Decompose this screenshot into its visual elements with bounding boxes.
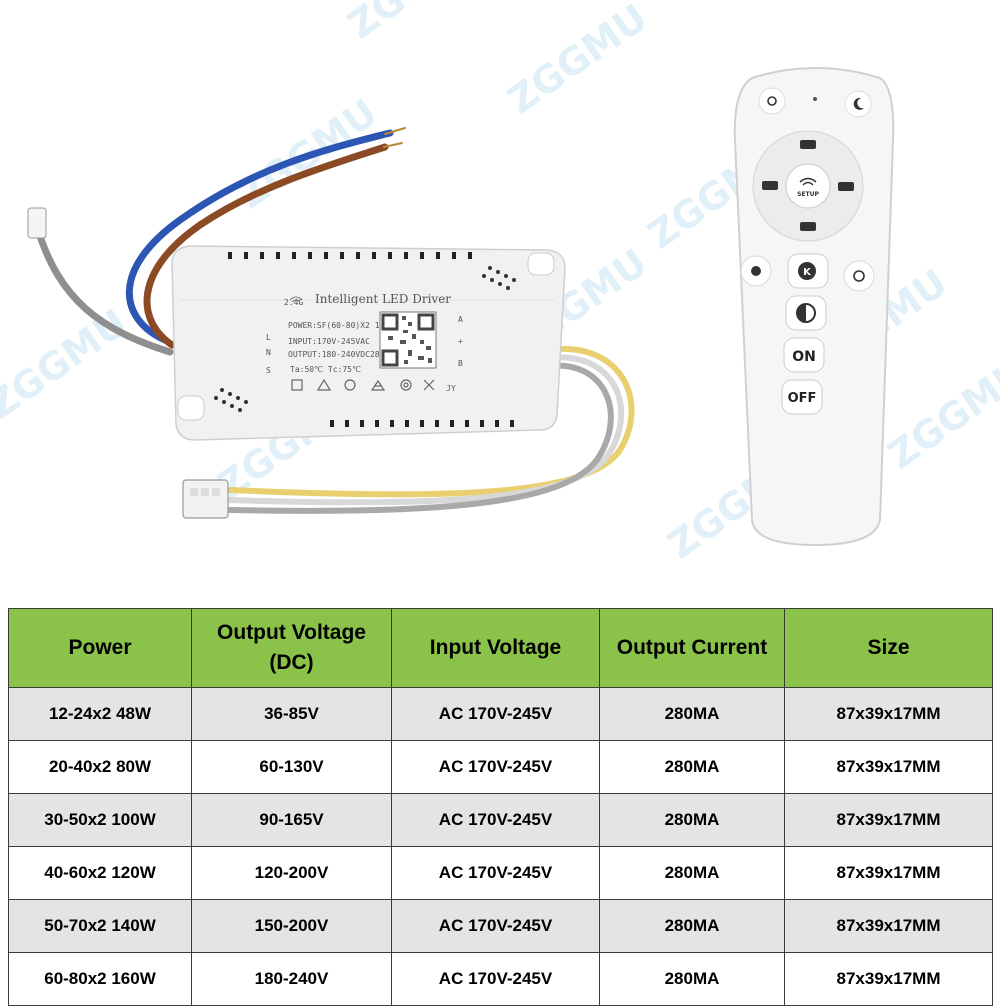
- bulb-icon: [767, 96, 777, 106]
- cell-output-current: 280MA: [599, 899, 785, 953]
- cell-output-voltage: 150-200V: [191, 899, 392, 953]
- sun-icon: [751, 266, 761, 276]
- cell-size: 87x39x17MM: [784, 846, 993, 900]
- header-size: Size: [784, 608, 993, 688]
- output-wires: [182, 345, 635, 519]
- driver-right-label-b: B: [458, 359, 463, 368]
- remote-led-indicator: [813, 97, 817, 101]
- cell-size: 87x39x17MM: [784, 740, 993, 794]
- driver-right-label-a: A: [458, 315, 463, 324]
- cell-input-voltage: AC 170V-245V: [391, 846, 600, 900]
- dpad-down-button[interactable]: [800, 222, 816, 231]
- wifi-icon: [799, 177, 817, 186]
- cell-size: 87x39x17MM: [784, 793, 993, 847]
- driver-maker: JY: [446, 384, 456, 393]
- dpad-left-button[interactable]: [762, 181, 778, 190]
- cell-size: 87x39x17MM: [784, 687, 993, 741]
- brightness-up-button[interactable]: [843, 260, 875, 292]
- cell-output-voltage: 60-130V: [191, 740, 392, 794]
- cell-power: 50-70x2 140W: [8, 899, 192, 953]
- driver-temp-line: Ta:50℃ Tc:75℃: [290, 365, 361, 374]
- cell-power: 30-50x2 100W: [8, 793, 192, 847]
- night-light-button[interactable]: [844, 90, 872, 118]
- moon-icon: [853, 97, 864, 110]
- cell-output-voltage: 180-240V: [191, 952, 392, 1006]
- on-label: ON: [792, 349, 816, 365]
- table-row: 30-50x2 100W 90-165V AC 170V-245V 280MA …: [8, 793, 993, 847]
- watermark: ZGGMU: [880, 350, 1000, 477]
- cell-input-voltage: AC 170V-245V: [391, 952, 600, 1006]
- driver-title: Intelligent LED Driver: [315, 292, 451, 306]
- cell-size: 87x39x17MM: [784, 952, 993, 1006]
- cell-size: 87x39x17MM: [784, 899, 993, 953]
- certification-symbols: [291, 378, 435, 391]
- table-row: 12-24x2 48W 36-85V AC 170V-245V 280MA 87…: [8, 687, 993, 741]
- brightness-down-button[interactable]: [740, 255, 772, 287]
- header-output-current: Output Current: [599, 608, 785, 688]
- cell-input-voltage: AC 170V-245V: [391, 740, 600, 794]
- watermark: ZGGMU: [0, 300, 135, 427]
- driver-input-line: INPUT:170V-245VAC: [288, 337, 370, 346]
- dpad: SETUP: [752, 130, 864, 242]
- driver-left-label-l: L: [266, 333, 271, 342]
- driver-power-line: POWER:SF(60-80)X2 160W: [288, 321, 394, 330]
- driver-left-label-n: N: [266, 348, 271, 357]
- driver-output-line: OUTPUT:180-240VDC280mA: [288, 350, 394, 359]
- cell-output-current: 280MA: [599, 740, 785, 794]
- table-header-row: Power Output Voltage (DC) Input Voltage …: [8, 608, 993, 688]
- qr-code: [379, 311, 437, 369]
- dpad-up-button[interactable]: [800, 140, 816, 149]
- cell-input-voltage: AC 170V-245V: [391, 793, 600, 847]
- wifi-icon: [289, 296, 303, 303]
- table-row: 60-80x2 160W 180-240V AC 170V-245V 280MA…: [8, 952, 993, 1006]
- cell-input-voltage: AC 170V-245V: [391, 687, 600, 741]
- table-row: 50-70x2 140W 150-200V AC 170V-245V 280MA…: [8, 899, 993, 953]
- input-wires: [27, 127, 406, 356]
- driver-badge: 2.4G: [284, 298, 303, 307]
- off-button[interactable]: OFF: [781, 379, 823, 415]
- setup-label: SETUP: [797, 191, 819, 198]
- cell-output-current: 280MA: [599, 952, 785, 1006]
- spec-table: Power Output Voltage (DC) Input Voltage …: [8, 608, 993, 1006]
- on-button[interactable]: ON: [783, 337, 825, 373]
- sun-outline-icon: [853, 270, 865, 282]
- cell-power: 20-40x2 80W: [8, 740, 192, 794]
- contrast-button[interactable]: [785, 295, 827, 331]
- led-driver: 2.4G Intelligent LED Driver POWER:SF(60-…: [171, 245, 566, 441]
- cell-output-voltage: 36-85V: [191, 687, 392, 741]
- color-temp-button[interactable]: K: [787, 253, 829, 289]
- warm-light-button[interactable]: [758, 87, 786, 115]
- cell-output-current: 280MA: [599, 793, 785, 847]
- setup-button[interactable]: SETUP: [785, 163, 831, 209]
- table-row: 40-60x2 120W 120-200V AC 170V-245V 280MA…: [8, 846, 993, 900]
- cell-output-current: 280MA: [599, 687, 785, 741]
- driver-right-label-plus: +: [458, 337, 463, 346]
- cell-output-voltage: 90-165V: [191, 793, 392, 847]
- cell-power: 40-60x2 120W: [8, 846, 192, 900]
- k-label: K: [803, 267, 812, 278]
- header-power: Power: [8, 608, 192, 688]
- cell-power: 60-80x2 160W: [8, 952, 192, 1006]
- table-row: 20-40x2 80W 60-130V AC 170V-245V 280MA 8…: [8, 740, 993, 794]
- cell-output-voltage: 120-200V: [191, 846, 392, 900]
- product-photo: ZGGMU ZGGMU ZGGMU ZGGMU ZGGMU ZGGMU ZGGM…: [0, 0, 1000, 567]
- cell-power: 12-24x2 48W: [8, 687, 192, 741]
- driver-left-label-s: S: [266, 366, 271, 375]
- cell-output-current: 280MA: [599, 846, 785, 900]
- cell-input-voltage: AC 170V-245V: [391, 899, 600, 953]
- watermark: ZGGMU: [340, 0, 495, 47]
- header-input-voltage: Input Voltage: [391, 608, 600, 688]
- remote-control: SETUP K ON OFF: [733, 67, 895, 547]
- header-output-voltage: Output Voltage (DC): [191, 608, 392, 688]
- watermark: ZGGMU: [500, 0, 655, 122]
- off-label: OFF: [788, 391, 817, 406]
- dpad-right-button[interactable]: [838, 182, 854, 191]
